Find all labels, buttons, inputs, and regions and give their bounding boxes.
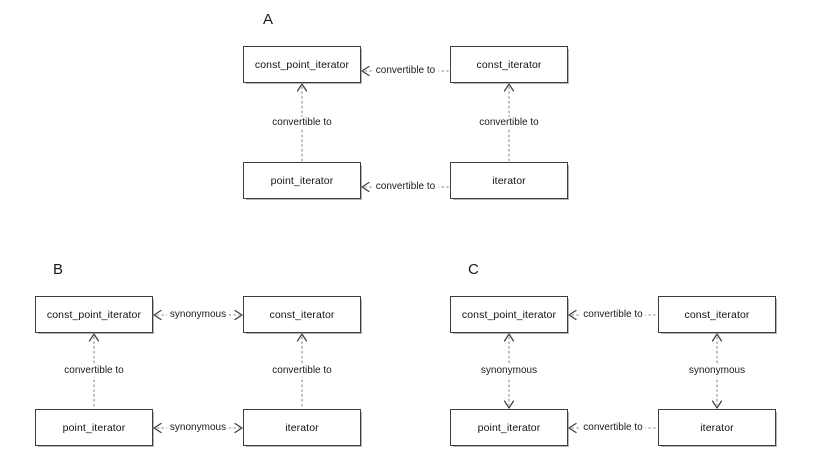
edge-label: convertible to [580,421,646,434]
edge-label: synonymous [477,365,541,377]
node-label: const_iterator [684,308,750,321]
panel-letter-b: B [53,261,64,278]
edge-label: convertible to [269,116,335,129]
node-label: point_iterator [62,421,126,434]
panel-letter-c: C [468,261,479,278]
node-a-const-iterator[interactable]: const_iterator [450,46,568,83]
node-label: const_point_iterator [46,308,142,321]
node-c-const-point-iterator[interactable]: const_point_iterator [450,296,568,333]
node-label: point_iterator [477,421,541,434]
edge-c-left-vertical: synonymous [477,333,541,409]
edge-b-left-vertical: convertible to [61,333,127,410]
node-label: const_point_iterator [461,308,557,321]
edge-label: synonymous [685,365,749,377]
edge-label: convertible to [580,308,646,321]
node-c-iterator[interactable]: iterator [658,409,776,446]
edge-label: convertible to [61,365,127,377]
node-a-point-iterator[interactable]: point_iterator [243,162,361,199]
edge-c-top-horizontal: convertible to [568,308,659,321]
edge-b-top-horizontal: synonymous [153,308,243,321]
node-b-const-point-iterator[interactable]: const_point_iterator [35,296,153,333]
edge-c-bottom-horizontal: convertible to [568,421,659,434]
edge-b-bottom-horizontal: synonymous [153,421,243,434]
edge-label: convertible to [476,116,542,129]
node-label: iterator [700,421,734,434]
edge-a-bottom-horizontal: convertible to [361,180,451,193]
node-a-iterator[interactable]: iterator [450,162,568,199]
panel-letter-a: A [263,11,274,28]
node-b-point-iterator[interactable]: point_iterator [35,409,153,446]
edge-label: convertible to [269,365,335,377]
node-label: const_iterator [476,58,542,71]
edge-a-top-horizontal: convertible to [361,64,451,77]
node-label: point_iterator [270,174,334,187]
edge-a-left-vertical: convertible to [269,83,335,163]
node-b-iterator[interactable]: iterator [243,409,361,446]
edge-c-right-vertical: synonymous [685,333,749,409]
node-b-const-iterator[interactable]: const_iterator [243,296,361,333]
node-label: const_point_iterator [254,58,350,71]
edge-label: synonymous [166,308,230,321]
node-label: const_iterator [269,308,335,321]
edge-label: convertible to [372,180,439,193]
node-label: iterator [285,421,319,434]
node-a-const-point-iterator[interactable]: const_point_iterator [243,46,361,83]
node-label: iterator [492,174,526,187]
node-c-point-iterator[interactable]: point_iterator [450,409,568,446]
edge-label: convertible to [372,64,439,77]
edge-label: synonymous [166,421,230,434]
edge-a-right-vertical: convertible to [476,83,542,163]
edge-b-right-vertical: convertible to [269,333,335,410]
node-c-const-iterator[interactable]: const_iterator [658,296,776,333]
